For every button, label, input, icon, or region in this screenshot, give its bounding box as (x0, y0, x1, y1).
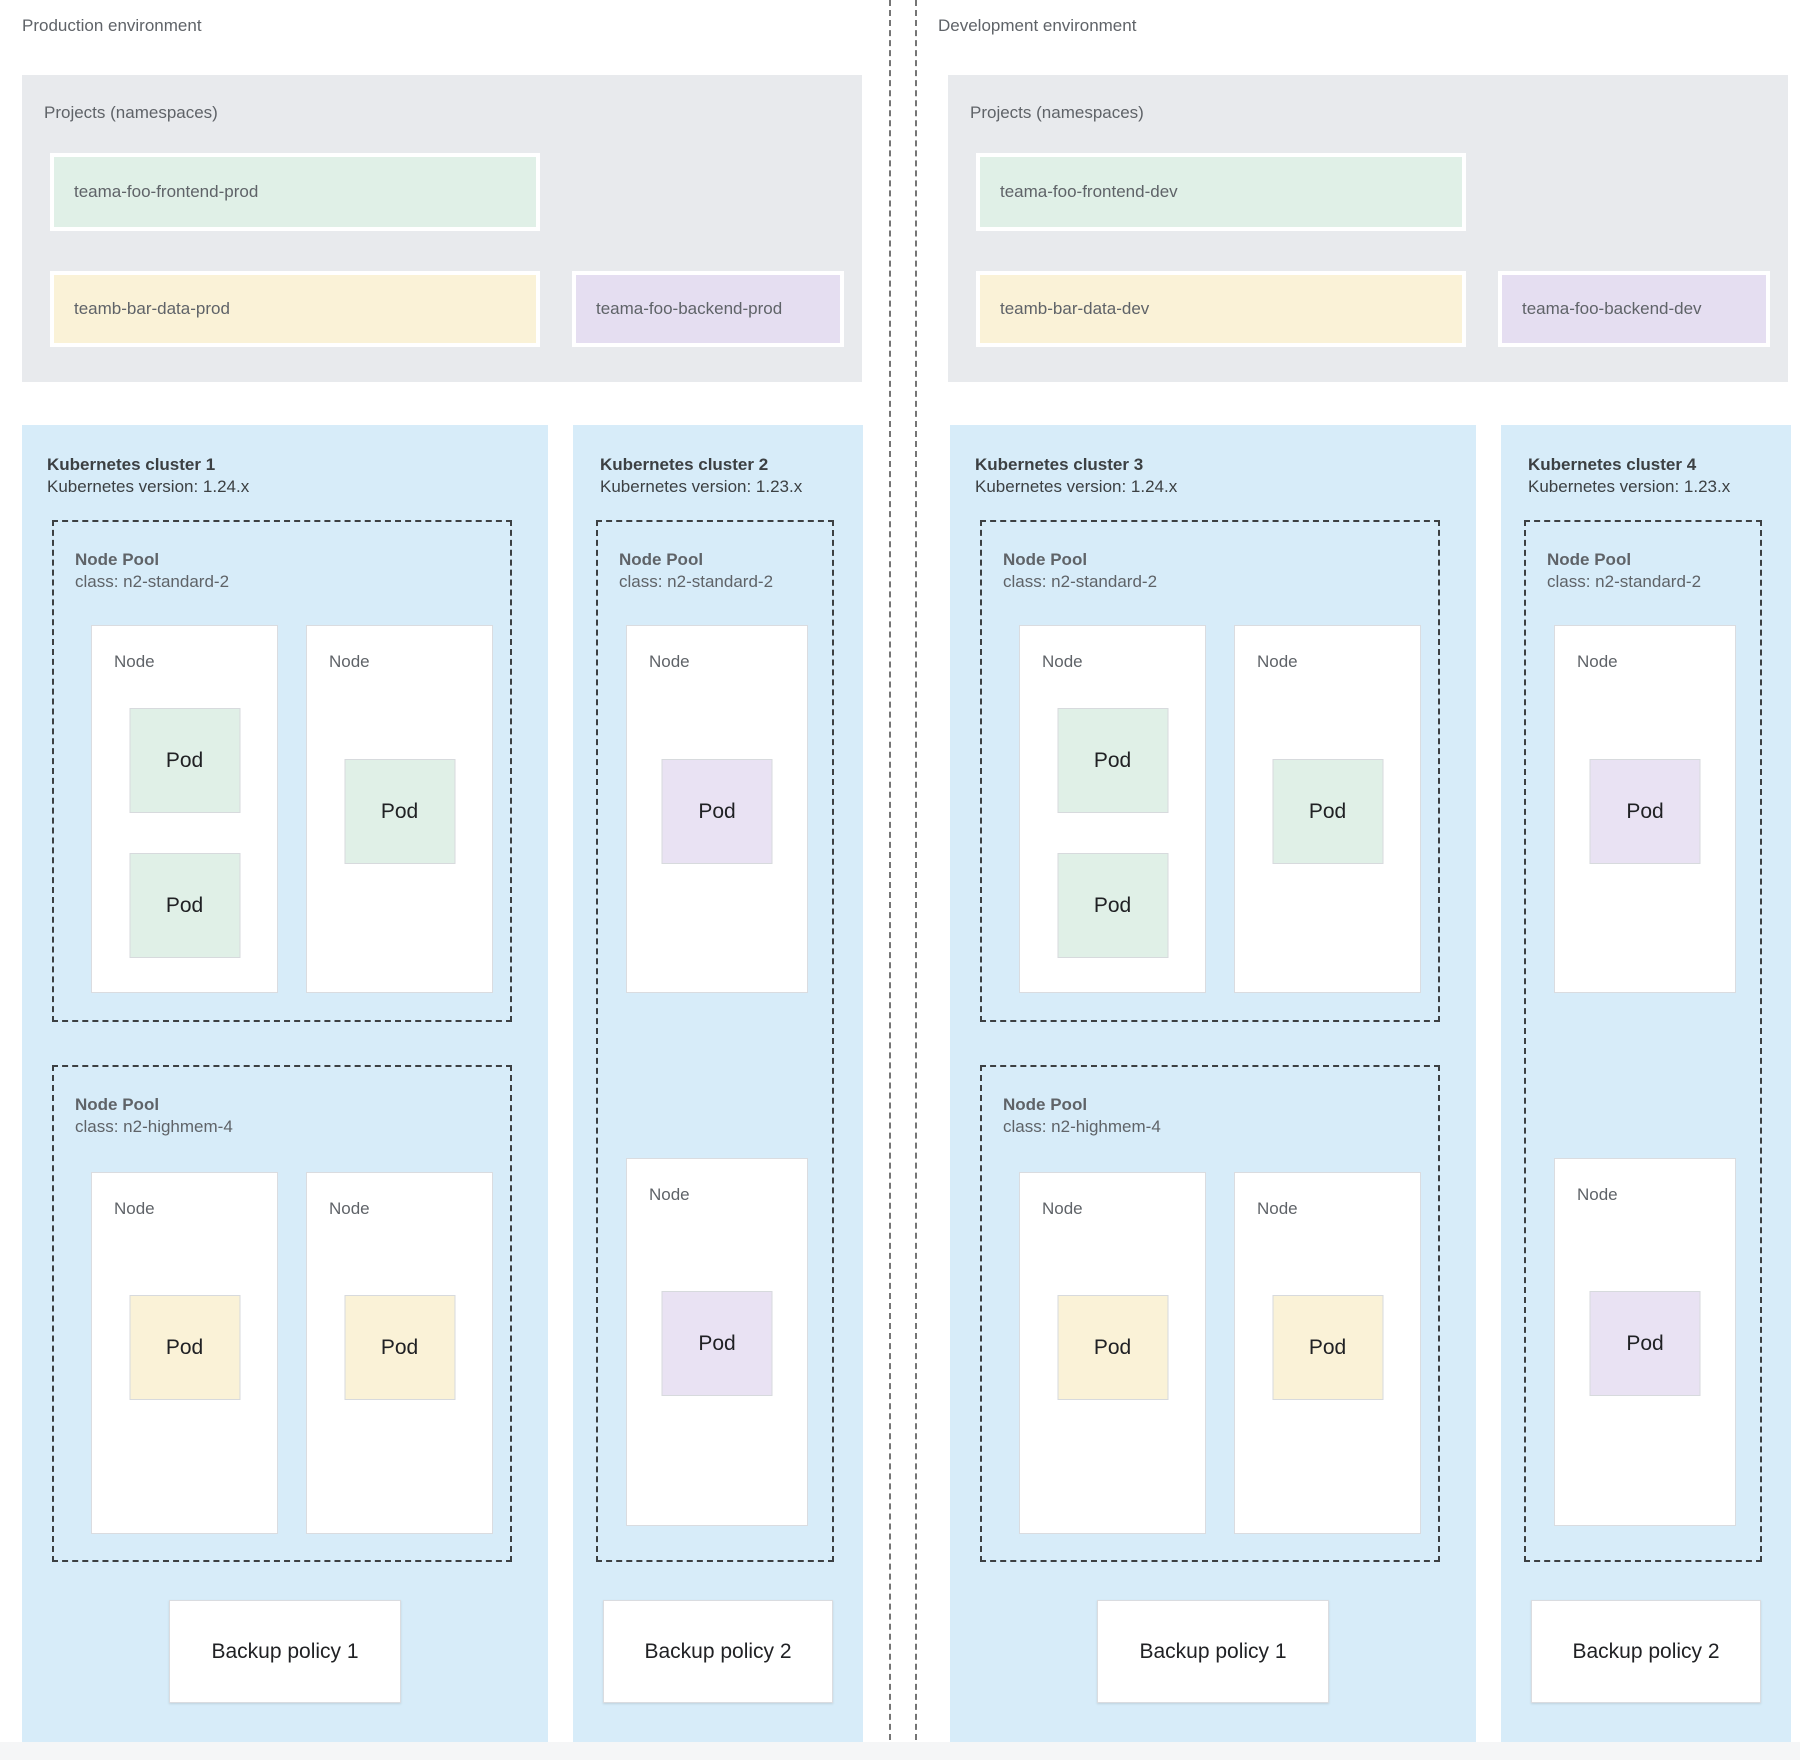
cluster-title: Kubernetes cluster 2 (600, 455, 769, 474)
projects-title: Projects (namespaces) (970, 103, 1144, 122)
node: Node Pod Pod (1019, 625, 1206, 993)
node: Node Pod (1554, 625, 1736, 993)
pod: Pod (129, 853, 240, 958)
pod: Pod (1057, 853, 1168, 958)
node-label: Node (329, 1199, 370, 1218)
node-pool-name: Node Pool (75, 1095, 160, 1114)
node-pool-name: Node Pool (619, 550, 704, 569)
node-pool-class: class: n2-standard-2 (619, 572, 774, 591)
node: Node Pod (91, 1172, 278, 1534)
node-pool: Node Pool class: n2-standard-2 Node Pod … (596, 520, 834, 1562)
pod: Pod (129, 1295, 240, 1400)
node: Node Pod (306, 1172, 493, 1534)
node: Node Pod (626, 1158, 808, 1526)
node-pool: Node Pool class: n2-standard-2 Node Pod … (52, 520, 512, 1022)
pod: Pod (344, 1295, 455, 1400)
pod: Pod (661, 1291, 773, 1396)
namespace-box: teamb-bar-data-dev (976, 271, 1466, 347)
pod: Pod (661, 759, 773, 864)
namespace-box: teama-foo-backend-dev (1498, 271, 1770, 347)
pod: Pod (1589, 1291, 1701, 1396)
node-label: Node (114, 652, 155, 671)
backup-policy-1: Backup policy 1 (169, 1600, 401, 1703)
node-label: Node (1042, 1199, 1083, 1218)
kubernetes-cluster-3: Kubernetes cluster 3 Kubernetes version:… (950, 425, 1476, 1742)
node-pool-name: Node Pool (1003, 1095, 1088, 1114)
namespace-box: teama-foo-frontend-prod (50, 153, 540, 231)
namespace-box: teama-foo-backend-prod (572, 271, 844, 347)
environment-divider-line (915, 0, 917, 1760)
namespace-box: teama-foo-frontend-dev (976, 153, 1466, 231)
node-pool-name: Node Pool (1547, 550, 1632, 569)
node: Node Pod Pod (91, 625, 278, 993)
cluster-version: Kubernetes version: 1.24.x (47, 477, 250, 496)
node-label: Node (649, 1185, 690, 1204)
environment-label-production: Production environment (22, 16, 202, 35)
pod: Pod (1057, 1295, 1168, 1400)
node-pool: Node Pool class: n2-highmem-4 Node Pod N… (52, 1065, 512, 1562)
node-label: Node (649, 652, 690, 671)
projects-title: Projects (namespaces) (44, 103, 218, 122)
node-pool-name: Node Pool (75, 550, 160, 569)
node: Node Pod (1554, 1158, 1736, 1526)
node-label: Node (1577, 1185, 1618, 1204)
backup-policy-2: Backup policy 2 (1531, 1600, 1761, 1703)
node-pool: Node Pool class: n2-standard-2 Node Pod … (980, 520, 1440, 1022)
node-pool: Node Pool class: n2-highmem-4 Node Pod N… (980, 1065, 1440, 1562)
pod: Pod (1589, 759, 1701, 864)
environment-divider-line (889, 0, 891, 1760)
pod: Pod (344, 759, 455, 864)
environment-label-development: Development environment (938, 16, 1137, 35)
node: Node Pod (1234, 625, 1421, 993)
node-label: Node (1257, 652, 1298, 671)
node-pool-class: class: n2-highmem-4 (75, 1117, 233, 1136)
cluster-version: Kubernetes version: 1.23.x (600, 477, 803, 496)
pod: Pod (1272, 1295, 1383, 1400)
pod: Pod (1057, 708, 1168, 813)
kubernetes-cluster-4: Kubernetes cluster 4 Kubernetes version:… (1501, 425, 1791, 1742)
node: Node Pod (626, 625, 808, 993)
node-pool-class: class: n2-highmem-4 (1003, 1117, 1161, 1136)
pod: Pod (1272, 759, 1383, 864)
cluster-title: Kubernetes cluster 1 (47, 455, 216, 474)
cluster-title: Kubernetes cluster 4 (1528, 455, 1697, 474)
backup-policy-2: Backup policy 2 (603, 1600, 833, 1703)
kubernetes-cluster-2: Kubernetes cluster 2 Kubernetes version:… (573, 425, 863, 1742)
node-pool-class: class: n2-standard-2 (75, 572, 230, 591)
cluster-title: Kubernetes cluster 3 (975, 455, 1144, 474)
node-label: Node (1042, 652, 1083, 671)
node-pool-name: Node Pool (1003, 550, 1088, 569)
node-label: Node (329, 652, 370, 671)
backup-policy-1: Backup policy 1 (1097, 1600, 1329, 1703)
cluster-version: Kubernetes version: 1.23.x (1528, 477, 1731, 496)
node-pool-class: class: n2-standard-2 (1547, 572, 1702, 591)
namespace-box: teamb-bar-data-prod (50, 271, 540, 347)
node-pool-class: class: n2-standard-2 (1003, 572, 1158, 591)
node-label: Node (1577, 652, 1618, 671)
kubernetes-cluster-1: Kubernetes cluster 1 Kubernetes version:… (22, 425, 548, 1742)
node-pool: Node Pool class: n2-standard-2 Node Pod … (1524, 520, 1762, 1562)
node: Node Pod (306, 625, 493, 993)
pod: Pod (129, 708, 240, 813)
node: Node Pod (1019, 1172, 1206, 1534)
projects-namespaces-box: Projects (namespaces) teama-foo-frontend… (22, 75, 862, 382)
node-label: Node (114, 1199, 155, 1218)
projects-namespaces-box: Projects (namespaces) teama-foo-frontend… (948, 75, 1788, 382)
node: Node Pod (1234, 1172, 1421, 1534)
cluster-version: Kubernetes version: 1.24.x (975, 477, 1178, 496)
node-label: Node (1257, 1199, 1298, 1218)
page-bottom-strip (0, 1742, 1800, 1760)
